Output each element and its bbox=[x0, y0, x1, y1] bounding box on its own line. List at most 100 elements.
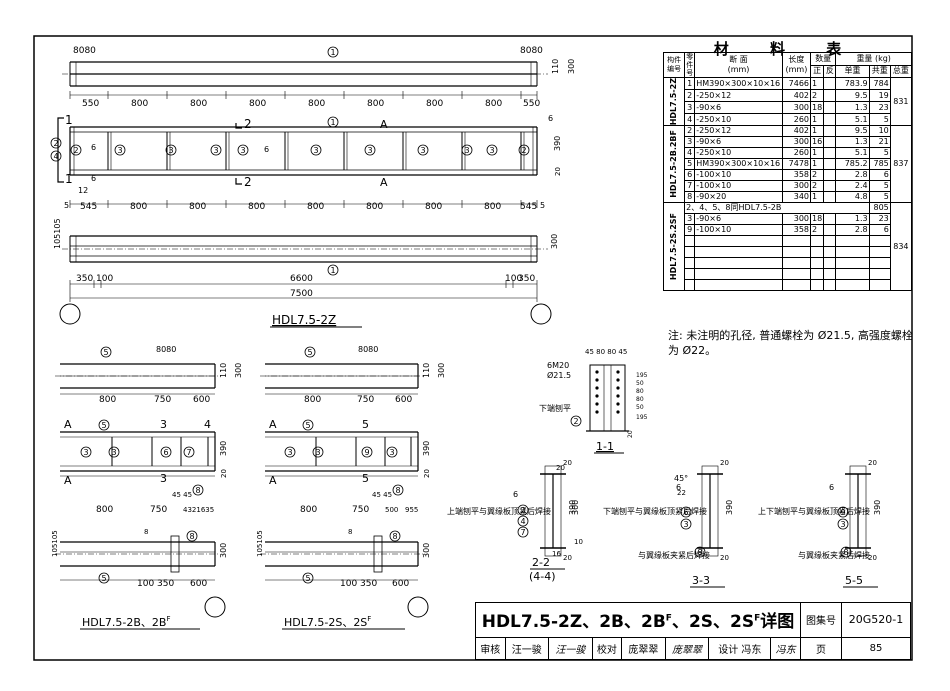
blank bbox=[810, 279, 825, 292]
s-20: 20 bbox=[423, 469, 431, 478]
page-number: 85 bbox=[841, 636, 911, 661]
qty-pos: 1 bbox=[810, 191, 825, 204]
blank bbox=[868, 268, 891, 281]
unit-weight: 785.2 bbox=[835, 158, 870, 171]
sec22-weld: 6 bbox=[513, 490, 518, 499]
qty-neg bbox=[823, 213, 837, 226]
sec11-v-1: 50 bbox=[636, 380, 644, 387]
atlas-label: 图集号 bbox=[800, 602, 842, 638]
sec33-part6-label: 6 bbox=[684, 508, 689, 517]
sum-weight: 5 bbox=[868, 113, 891, 127]
qty-pos: 2 bbox=[810, 169, 825, 182]
qty-pos: 1 bbox=[810, 76, 825, 91]
length: 358 bbox=[781, 224, 812, 237]
group-total-2: 834 bbox=[889, 202, 913, 292]
qty-neg bbox=[823, 224, 837, 237]
s-4545: 45 45 bbox=[372, 491, 392, 499]
blank bbox=[835, 257, 870, 270]
s-bot-2: 500 bbox=[385, 506, 398, 514]
hdr-section: 断 面(mm) bbox=[694, 52, 783, 78]
length: 300 bbox=[781, 180, 812, 193]
sec33-part8 bbox=[694, 546, 706, 558]
part-no: 3 bbox=[684, 101, 696, 115]
sec22-20a: 20 bbox=[563, 459, 572, 467]
blank bbox=[684, 246, 696, 259]
sum-weight: 19 bbox=[868, 89, 891, 103]
bolt-hole bbox=[595, 402, 599, 406]
hdr-member: 构件编号 bbox=[662, 52, 686, 78]
part-1-marker bbox=[327, 46, 339, 58]
part-mid-2-label: 3 bbox=[214, 146, 219, 155]
group-total-1: 837 bbox=[889, 125, 913, 204]
sec22-part4 bbox=[517, 515, 529, 527]
dim-mid-4: 800 bbox=[307, 202, 324, 212]
part-mid-1-label: 3 bbox=[169, 146, 174, 155]
part-1-mid-label: 1 bbox=[331, 118, 336, 127]
section: -100×10 bbox=[694, 180, 783, 193]
sec22-caption: 2-2 bbox=[532, 556, 550, 569]
part-mid-7 bbox=[461, 144, 473, 156]
length: 300 bbox=[781, 101, 812, 115]
blank bbox=[694, 279, 783, 292]
section-2-top: 2 bbox=[244, 117, 252, 131]
s-part5-web-label: 5 bbox=[306, 421, 311, 430]
sec55-note: 上下端刨平与翼缘板顶紧后焊接 bbox=[758, 506, 870, 516]
unit-weight: 2.4 bbox=[835, 180, 870, 193]
sec11-v-0: 195 bbox=[636, 372, 648, 379]
b-plan-1: 350 bbox=[157, 579, 174, 589]
section-2-bot: 2 bbox=[244, 175, 252, 189]
unit-weight: 2.8 bbox=[835, 169, 870, 182]
sec22-part3-label: 3 bbox=[521, 506, 526, 515]
b-part-web-1-label: 3 bbox=[112, 448, 117, 457]
dim-mid-2: 800 bbox=[189, 202, 206, 212]
part-1-label: 1 bbox=[331, 48, 336, 57]
sec55-20b: 20 bbox=[868, 554, 877, 562]
part-4-left bbox=[50, 150, 62, 162]
dim-mid-8: 545 bbox=[520, 202, 537, 212]
blank bbox=[868, 279, 891, 292]
part-mid-left bbox=[70, 144, 82, 156]
s-part8-plan-label: 8 bbox=[393, 532, 398, 541]
sec11-part2-label: 2 bbox=[574, 417, 579, 426]
dim-110-top: 110 bbox=[551, 59, 560, 74]
dim-100-r: 100 bbox=[505, 274, 522, 284]
section-1-1-drawing bbox=[586, 364, 629, 432]
part-2-left-label: 2 bbox=[54, 139, 59, 148]
part-no: 1 bbox=[684, 76, 696, 91]
blank bbox=[823, 235, 837, 248]
sec33-part8-label: 8 bbox=[698, 548, 703, 557]
title-block: HDL7.5-2Z、2B、2BF、2S、2SF详图 图集号 20G520-1 审… bbox=[475, 602, 911, 661]
qty-pos: 16 bbox=[810, 136, 825, 149]
part-no: 4 bbox=[684, 147, 696, 160]
bolt-hole bbox=[616, 402, 620, 406]
part-no: 8 bbox=[684, 191, 696, 204]
review-label: 审核 bbox=[475, 636, 506, 661]
sum-weight: 21 bbox=[868, 136, 891, 149]
s-part5-top bbox=[304, 346, 316, 358]
sec33-angle: 45° bbox=[674, 474, 688, 483]
s-caption: HDL7.5-2S、2SF bbox=[284, 615, 371, 629]
section-mark-2a bbox=[235, 123, 242, 129]
b-part-web-3-label: 7 bbox=[187, 448, 192, 457]
weld-6-l2: 6 bbox=[91, 174, 96, 183]
part-no: 3 bbox=[684, 213, 696, 226]
hdr-length: 长度(mm) bbox=[781, 52, 812, 78]
b-part8-plan bbox=[186, 530, 198, 542]
outer-frame bbox=[33, 35, 913, 661]
s-part-web-1-label: 3 bbox=[316, 448, 321, 457]
main-bottom-view bbox=[62, 235, 548, 302]
blank bbox=[868, 235, 891, 248]
blank bbox=[835, 279, 870, 292]
part-no: 4 bbox=[684, 113, 696, 127]
section: -100×10 bbox=[694, 224, 783, 237]
s-390: 390 bbox=[422, 441, 431, 456]
label-8080-l: 8080 bbox=[73, 46, 96, 56]
b-sec3-bot: 3 bbox=[160, 472, 167, 485]
unit-weight: 783.9 bbox=[835, 76, 870, 91]
section-mark-1 bbox=[57, 117, 64, 183]
sec11-v-5: 195 bbox=[636, 414, 648, 421]
